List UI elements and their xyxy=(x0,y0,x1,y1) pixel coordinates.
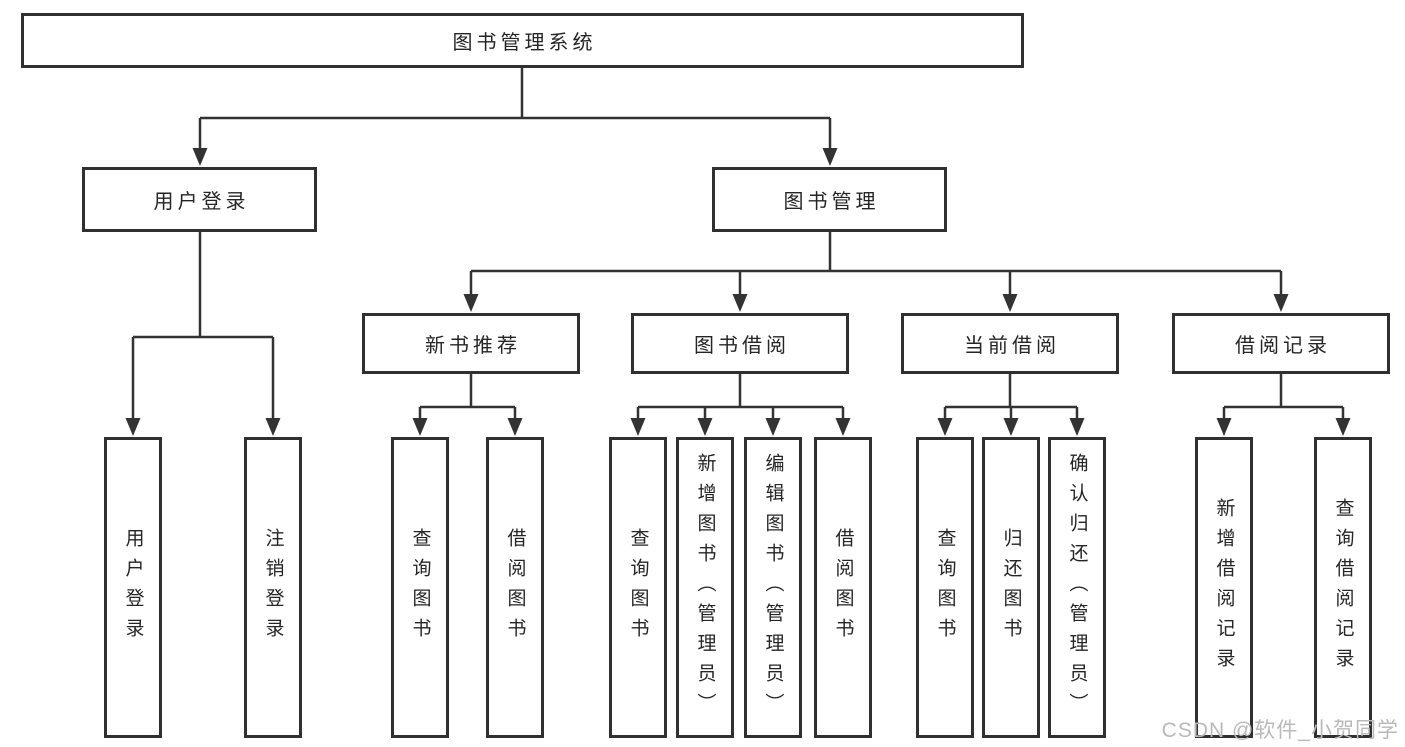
node-label: 借阅图书 xyxy=(504,527,526,648)
leaf-user-login: 用户登录 xyxy=(104,437,162,738)
node-label: 新增图书（管理员） xyxy=(694,452,716,723)
node-label: 图书管理 xyxy=(783,191,880,213)
leaf-logout: 注销登录 xyxy=(244,437,302,738)
node-borrowing-records: 借阅记录 xyxy=(1172,313,1390,374)
leaf-edit-books-admin: 编辑图书（管理员） xyxy=(744,437,802,738)
node-label: 查询图书 xyxy=(409,527,431,648)
node-label: 借阅图书 xyxy=(832,527,854,648)
node-label: 用户登录 xyxy=(122,527,144,648)
node-label: 查询借阅记录 xyxy=(1332,497,1354,678)
node-label: 用户登录 xyxy=(153,191,250,213)
leaf-query-books: 查询图书 xyxy=(391,437,449,738)
node-label: 查询图书 xyxy=(627,527,649,648)
node-label: 确认归还（管理员） xyxy=(1066,452,1088,723)
node-new-book-recommendation: 新书推荐 xyxy=(362,313,580,374)
node-label: 新书推荐 xyxy=(425,335,521,357)
node-label: 注销登录 xyxy=(262,527,284,648)
node-label: 图书借阅 xyxy=(694,335,790,357)
node-label: 当前借阅 xyxy=(964,335,1060,357)
node-book-management: 图书管理 xyxy=(712,167,947,232)
node-label: 借阅记录 xyxy=(1235,335,1331,357)
node-label: 归还图书 xyxy=(1000,527,1022,648)
leaf-query-borrow-record: 查询借阅记录 xyxy=(1314,437,1372,738)
leaf-borrow-books: 借阅图书 xyxy=(814,437,872,738)
node-user-login: 用户登录 xyxy=(82,167,317,232)
node-label: 编辑图书（管理员） xyxy=(762,452,784,723)
node-library-management-system: 图书管理系统 xyxy=(21,13,1024,68)
node-label: 查询图书 xyxy=(934,527,956,648)
node-book-borrowing: 图书借阅 xyxy=(631,313,849,374)
leaf-confirm-return-admin: 确认归还（管理员） xyxy=(1048,437,1106,738)
node-current-borrowing: 当前借阅 xyxy=(901,313,1119,374)
leaf-borrow-books: 借阅图书 xyxy=(486,437,544,738)
leaf-add-books-admin: 新增图书（管理员） xyxy=(676,437,734,738)
csdn-watermark: CSDN @软件_小贺同学 xyxy=(1161,719,1399,742)
leaf-add-borrow-record: 新增借阅记录 xyxy=(1195,437,1253,738)
leaf-return-books: 归还图书 xyxy=(982,437,1040,738)
node-label: 新增借阅记录 xyxy=(1213,497,1235,678)
leaf-query-books: 查询图书 xyxy=(609,437,667,738)
leaf-query-books: 查询图书 xyxy=(916,437,974,738)
node-label: 图书管理系统 xyxy=(452,32,597,54)
